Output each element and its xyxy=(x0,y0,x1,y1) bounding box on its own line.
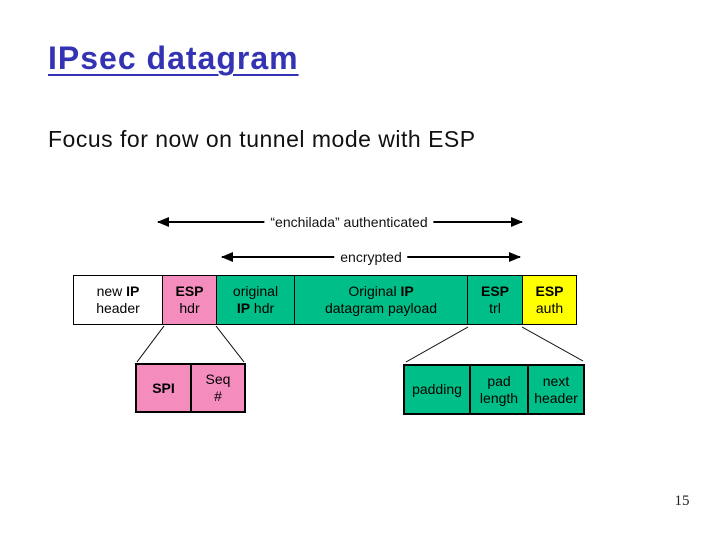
esp-hdr-connector-left xyxy=(136,325,165,363)
esp-trl-connector-left xyxy=(405,326,469,363)
detail-next-header: next header xyxy=(527,364,585,415)
esp-hdr-connector-right xyxy=(215,325,245,363)
field-label-text: IP xyxy=(126,283,140,299)
esp-trl-connector-right xyxy=(521,326,584,362)
field-label-line: auth xyxy=(535,300,564,316)
encrypted-arrow-label: encrypted xyxy=(334,249,408,265)
detail-pad-length: pad length xyxy=(469,364,529,415)
field-label-text: IP xyxy=(236,300,251,316)
field-label-text: new xyxy=(96,283,127,299)
field-original-ip-hdr: original IP hdr xyxy=(216,275,295,325)
field-esp-trl: ESP trl xyxy=(467,275,523,325)
detail-seq-num: Seq # xyxy=(190,363,246,413)
field-label-line: ESP xyxy=(480,283,509,299)
field-label-line: Seq xyxy=(205,371,231,387)
field-label-line: ESP xyxy=(535,283,564,299)
detail-padding: padding xyxy=(403,364,471,415)
slide-title: IPsec datagram xyxy=(48,40,299,76)
field-label-line: trl xyxy=(489,300,501,316)
authenticated-arrow-label: “enchilada” authenticated xyxy=(264,214,434,230)
field-label-text: hdr xyxy=(250,300,275,316)
field-esp-auth: ESP auth xyxy=(522,275,577,325)
field-label-line: hdr xyxy=(179,300,200,316)
field-label-line: length xyxy=(479,389,519,406)
field-label-line: ESP xyxy=(175,283,204,299)
field-new-ip-header: new IP header xyxy=(73,275,163,325)
field-label-line: IP hdr xyxy=(237,300,274,317)
field-label-line: new IP xyxy=(97,283,140,300)
field-label-line: SPI xyxy=(152,379,175,396)
field-label-line: next xyxy=(542,372,570,389)
field-label-text: IP xyxy=(400,283,414,299)
field-label-line: # xyxy=(214,388,222,404)
field-label-line: header xyxy=(534,389,578,406)
page-number: 15 xyxy=(674,493,690,509)
field-label-text: Original xyxy=(348,283,401,299)
detail-spi: SPI xyxy=(135,363,192,413)
field-original-ip-payload: Original IP datagram payload xyxy=(294,275,468,325)
field-label-line: Original IP xyxy=(348,283,413,300)
field-label-line: datagram payload xyxy=(324,300,438,316)
field-esp-hdr: ESP hdr xyxy=(162,275,217,325)
field-label-line: pad xyxy=(487,372,511,389)
field-label-line: header xyxy=(96,300,140,316)
field-label-line: original xyxy=(232,283,279,299)
field-label-line: padding xyxy=(412,381,462,397)
slide-subtitle: Focus for now on tunnel mode with ESP xyxy=(48,126,476,152)
